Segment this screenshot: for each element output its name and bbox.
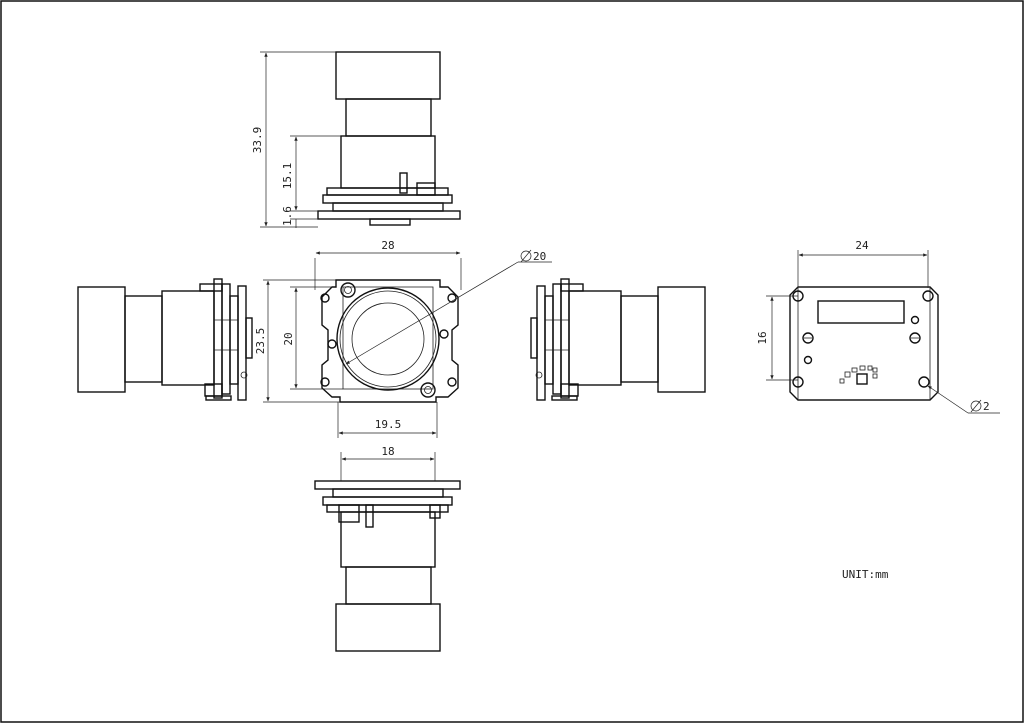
dim-back-width: 24 — [855, 239, 869, 252]
unit-label: UNIT:mm — [842, 568, 889, 581]
dim-mount-hole-diameter: 2 — [983, 400, 990, 413]
front-view-dimensions: 28 23.5 20 19.5 20 — [254, 239, 552, 438]
dim-lens-diameter: 20 — [533, 250, 546, 263]
bottom-view-dimensions: 18 — [340, 445, 436, 481]
dim-lens-height: 15.1 — [281, 163, 294, 190]
dim-lens-holder-width: 19.5 — [375, 418, 402, 431]
left-view — [77, 278, 253, 401]
dim-board-width-front: 28 — [381, 239, 394, 252]
dim-board-thickness: 1.6 — [281, 206, 294, 226]
dim-back-hole-spacing: 16 — [756, 331, 769, 344]
dim-lens-holder-height: 20 — [282, 332, 295, 345]
dim-overall-height: 33.9 — [251, 127, 264, 154]
right-view — [530, 278, 706, 401]
back-view — [789, 286, 939, 401]
bottom-view — [314, 480, 461, 652]
dim-board-height-front: 23.5 — [254, 328, 267, 355]
dim-bottom-width: 18 — [381, 445, 394, 458]
top-view-dimensions: 33.9 15.1 1.6 — [251, 51, 341, 228]
top-view — [317, 51, 461, 226]
back-view-dimensions: 24 16 2 — [756, 239, 1000, 414]
front-view — [320, 279, 459, 403]
